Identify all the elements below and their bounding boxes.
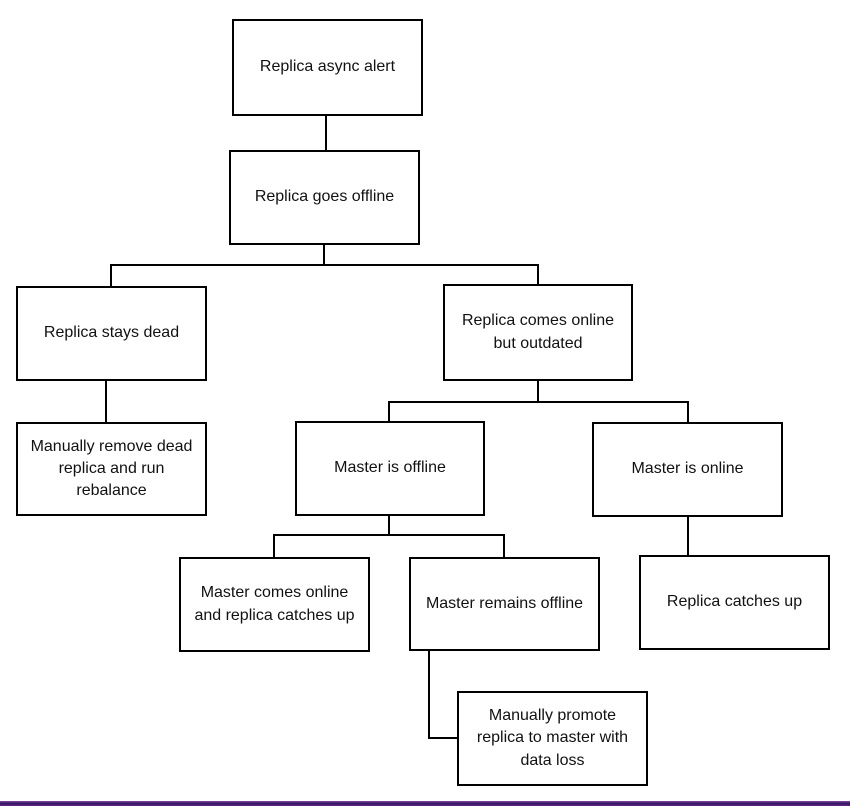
- connector-comes-online-stub: [537, 380, 539, 403]
- node-replica-goes-offline: Replica goes offline: [229, 150, 420, 245]
- node-replica-catches-up: Replica catches up: [639, 555, 830, 650]
- connector-branch-bar-level2: [388, 401, 689, 403]
- connector-to-replica-stays-dead: [110, 264, 112, 287]
- node-replica-comes-online-outdated: Replica comes online but outdated: [443, 284, 633, 381]
- connector-online-to-catches-up: [687, 516, 689, 556]
- connector-to-master-is-online: [687, 401, 689, 423]
- node-master-comes-online-catches-up: Master comes online and replica catches …: [179, 557, 370, 652]
- node-master-is-online: Master is online: [592, 422, 783, 517]
- node-master-is-offline: Master is offline: [295, 421, 485, 516]
- connector-remains-offline-elbow-down: [428, 650, 430, 739]
- connector-branch-bar-level3: [273, 534, 505, 536]
- connector-alert-to-goes-offline: [325, 115, 327, 151]
- connector-to-master-is-offline: [388, 401, 390, 422]
- connector-goes-offline-stub: [323, 244, 325, 266]
- connector-to-replica-comes-online: [537, 264, 539, 285]
- node-manually-promote-replica: Manually promote replica to master with …: [457, 691, 648, 786]
- connector-to-master-remains-offline: [503, 534, 505, 558]
- connector-branch-bar-level1: [110, 264, 539, 266]
- node-replica-stays-dead: Replica stays dead: [16, 286, 207, 381]
- node-replica-async-alert: Replica async alert: [232, 19, 423, 116]
- connector-remains-offline-elbow-right: [428, 737, 458, 739]
- node-manually-remove-dead-replica: Manually remove dead replica and run reb…: [16, 422, 207, 516]
- node-master-remains-offline: Master remains offline: [409, 557, 600, 651]
- connector-to-master-comes-online: [273, 534, 275, 558]
- connector-stays-dead-to-remove: [105, 380, 107, 423]
- bottom-accent-bar: [0, 801, 850, 806]
- connector-master-offline-stub: [388, 515, 390, 536]
